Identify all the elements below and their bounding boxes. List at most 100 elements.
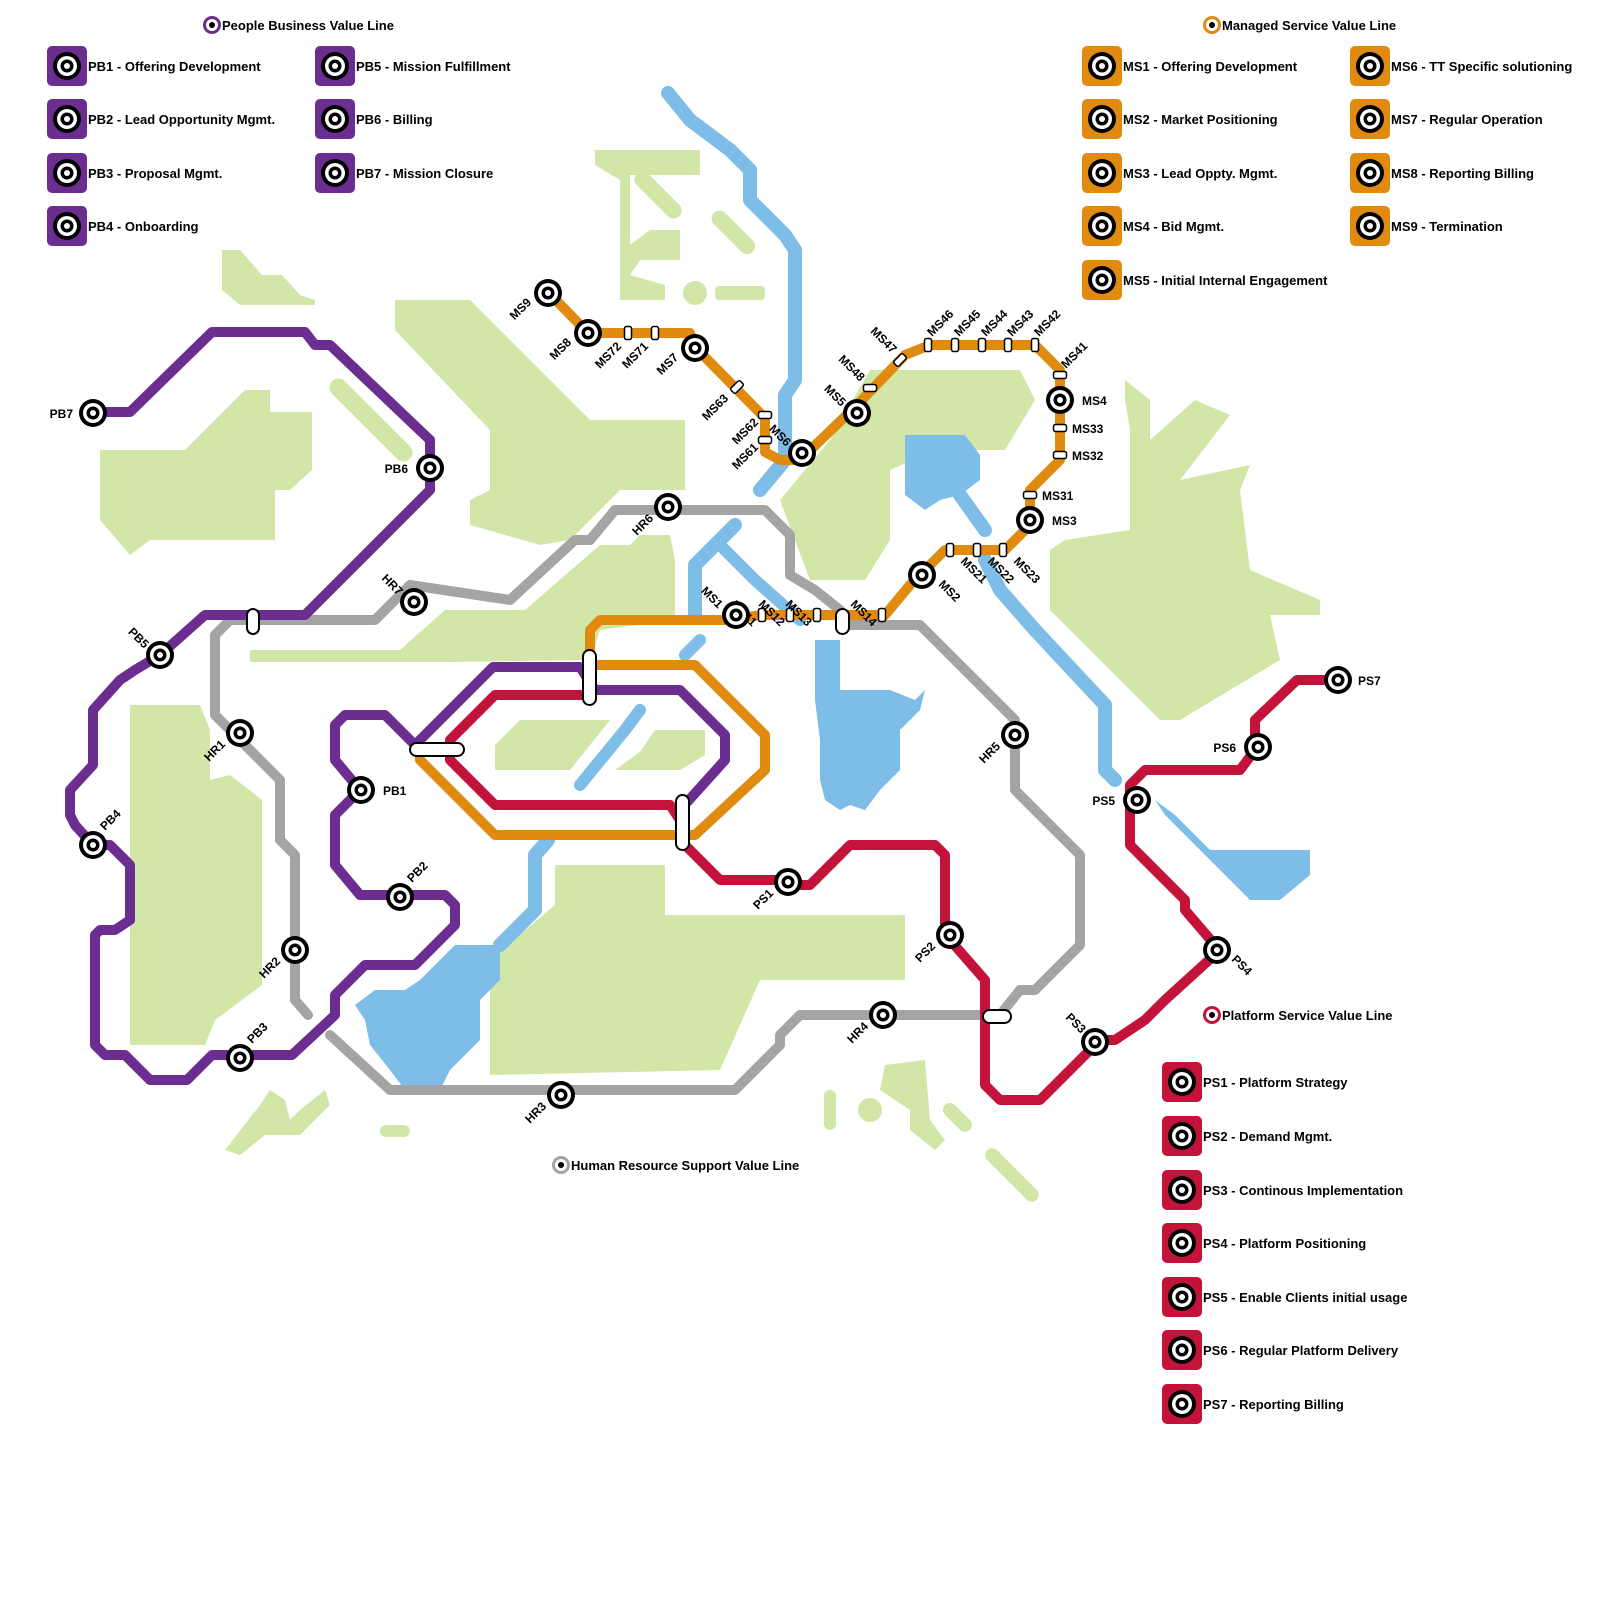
- station-ps5[interactable]: PS5: [1092, 786, 1151, 814]
- station-pb2[interactable]: PB2: [386, 858, 431, 911]
- legend-platform-item-6-dot: [1179, 1347, 1185, 1353]
- substation-ms48-tick: [862, 383, 878, 393]
- station-label-ms2: MS2: [936, 577, 964, 605]
- station-hr5[interactable]: HR5: [976, 721, 1029, 766]
- legend-managed-item-3: MS3 - Lead Oppty. Mgmt.: [1082, 153, 1277, 193]
- station-hr2[interactable]: HR2: [256, 936, 309, 981]
- legend-platform-title-marker: [1203, 1006, 1221, 1024]
- station-ps5-dot: [1134, 797, 1140, 803]
- substation-label-ms63: MS63: [699, 391, 731, 423]
- station-ms4[interactable]: MS4: [1046, 386, 1107, 414]
- substation-ms31[interactable]: MS31: [1022, 489, 1074, 503]
- station-label-pb2: PB2: [404, 858, 431, 885]
- substation-ms46-tick: [923, 337, 933, 353]
- station-hr6[interactable]: HR6: [629, 493, 682, 538]
- substation-ms41[interactable]: MS41: [1052, 339, 1091, 380]
- station-label-hr4: HR4: [844, 1019, 871, 1046]
- station-ms1-dot: [733, 612, 739, 618]
- legend-managed-item-1-dot: [1099, 63, 1105, 69]
- station-ps1[interactable]: PS1: [750, 868, 802, 912]
- legend-managed-item-9: MS9 - Termination: [1350, 206, 1503, 246]
- station-pb5-dot: [157, 652, 163, 658]
- interchange-center-top: [582, 649, 597, 706]
- river-inner: [574, 704, 646, 791]
- land-north-1: [595, 150, 700, 300]
- land-northwest: [222, 250, 315, 305]
- legend-platform-item-4-dot: [1179, 1240, 1185, 1246]
- station-pb3[interactable]: PB3: [226, 1019, 271, 1072]
- substation-ms13-tick: [812, 607, 822, 623]
- substation-ms33[interactable]: MS33: [1052, 422, 1104, 436]
- substation-ms33-tick: [1052, 423, 1068, 433]
- land-inner-2: [615, 730, 705, 770]
- substation-ms47[interactable]: MS47: [868, 324, 907, 367]
- legend-platform-item-2: PS2 - Demand Mgmt.: [1162, 1116, 1332, 1156]
- interchanges: [246, 608, 1012, 1024]
- station-ps6[interactable]: PS6: [1213, 733, 1272, 761]
- substation-ms41-tick: [1052, 370, 1068, 380]
- legend-managed-item-6: MS6 - TT Specific solutioning: [1350, 46, 1572, 86]
- station-ms9[interactable]: MS9: [507, 279, 562, 323]
- river-ne: [953, 488, 992, 537]
- station-pb5[interactable]: PB5: [125, 625, 174, 669]
- substation-label-ms47: MS47: [868, 324, 900, 356]
- station-ms2[interactable]: MS2: [908, 561, 963, 605]
- substation-ms21-tick: [945, 542, 955, 558]
- legend-platform-item-1-label: PS1 - Platform Strategy: [1203, 1075, 1348, 1090]
- substation-ms63[interactable]: MS63: [699, 380, 744, 423]
- legend-platform-item-1: PS1 - Platform Strategy: [1162, 1062, 1348, 1102]
- substation-label-ms61: MS61: [729, 440, 761, 472]
- station-label-pb4: PB4: [97, 806, 124, 833]
- legend-managed-item-5-label: MS5 - Initial Internal Engagement: [1123, 273, 1328, 288]
- station-pb6[interactable]: PB6: [385, 454, 444, 482]
- station-ms4-dot: [1057, 397, 1063, 403]
- station-hr3-dot: [558, 1092, 564, 1098]
- land-se-4: [942, 1102, 972, 1132]
- land-west-south: [130, 705, 262, 1045]
- legend-people-item-1-dot: [64, 63, 70, 69]
- legend-platform-item-5-label: PS5 - Enable Clients initial usage: [1203, 1290, 1407, 1305]
- station-pb7[interactable]: PB7: [50, 399, 107, 427]
- river-central-2: [714, 539, 806, 626]
- legend-managed-item-2: MS2 - Market Positioning: [1082, 99, 1278, 139]
- station-ms8-dot: [585, 330, 591, 336]
- station-label-ps2: PS2: [912, 939, 938, 965]
- substation-label-ms72: MS72: [592, 339, 624, 371]
- station-hr4[interactable]: HR4: [844, 1001, 897, 1046]
- legend-platform-item-4: PS4 - Platform Positioning: [1162, 1223, 1366, 1263]
- substation-ms32[interactable]: MS32: [1052, 449, 1104, 463]
- legend-platform-item-3-label: PS3 - Continous Implementation: [1203, 1183, 1403, 1198]
- legend-managed-item-8: MS8 - Reporting Billing: [1350, 153, 1534, 193]
- station-label-ms4: MS4: [1082, 394, 1107, 408]
- station-ms3[interactable]: MS3: [1016, 506, 1077, 534]
- legend-people-item-2-label: PB2 - Lead Opportunity Mgmt.: [88, 112, 275, 127]
- station-ps2[interactable]: PS2: [912, 921, 964, 965]
- station-ms8[interactable]: MS8: [547, 319, 602, 363]
- legend-platform-item-5-dot: [1179, 1294, 1185, 1300]
- water-areas: [355, 86, 1310, 1090]
- station-pb1[interactable]: PB1: [347, 776, 407, 804]
- substation-ms11-tick: [757, 607, 767, 623]
- legend-people-item-7-dot: [332, 170, 338, 176]
- station-ps4[interactable]: PS4: [1203, 936, 1255, 978]
- station-label-pb5: PB5: [125, 625, 152, 652]
- land-north-5: [715, 286, 765, 300]
- substation-label-ms33: MS33: [1072, 422, 1104, 436]
- station-pb4[interactable]: PB4: [79, 806, 124, 859]
- legend-managed-item-1: MS1 - Offering Development: [1082, 46, 1298, 86]
- interchange-center-bottom: [675, 794, 690, 851]
- legend-people-item-6-label: PB6 - Billing: [356, 112, 433, 127]
- station-ps3[interactable]: PS3: [1063, 1010, 1109, 1056]
- station-ms5-dot: [854, 410, 860, 416]
- substation-ms42[interactable]: MS42: [1030, 307, 1064, 353]
- station-ms7[interactable]: MS7: [654, 334, 709, 378]
- station-ps6-dot: [1255, 744, 1261, 750]
- substation-label-ms43: MS43: [1004, 307, 1036, 339]
- station-label-ms7: MS7: [654, 350, 682, 378]
- substation-label-ms42: MS42: [1031, 307, 1063, 339]
- station-hr5-dot: [1012, 732, 1018, 738]
- station-ms6[interactable]: MS6: [766, 422, 816, 467]
- legend-managed-item-6-label: MS6 - TT Specific solutioning: [1391, 59, 1572, 74]
- station-ps7[interactable]: PS7: [1324, 666, 1381, 694]
